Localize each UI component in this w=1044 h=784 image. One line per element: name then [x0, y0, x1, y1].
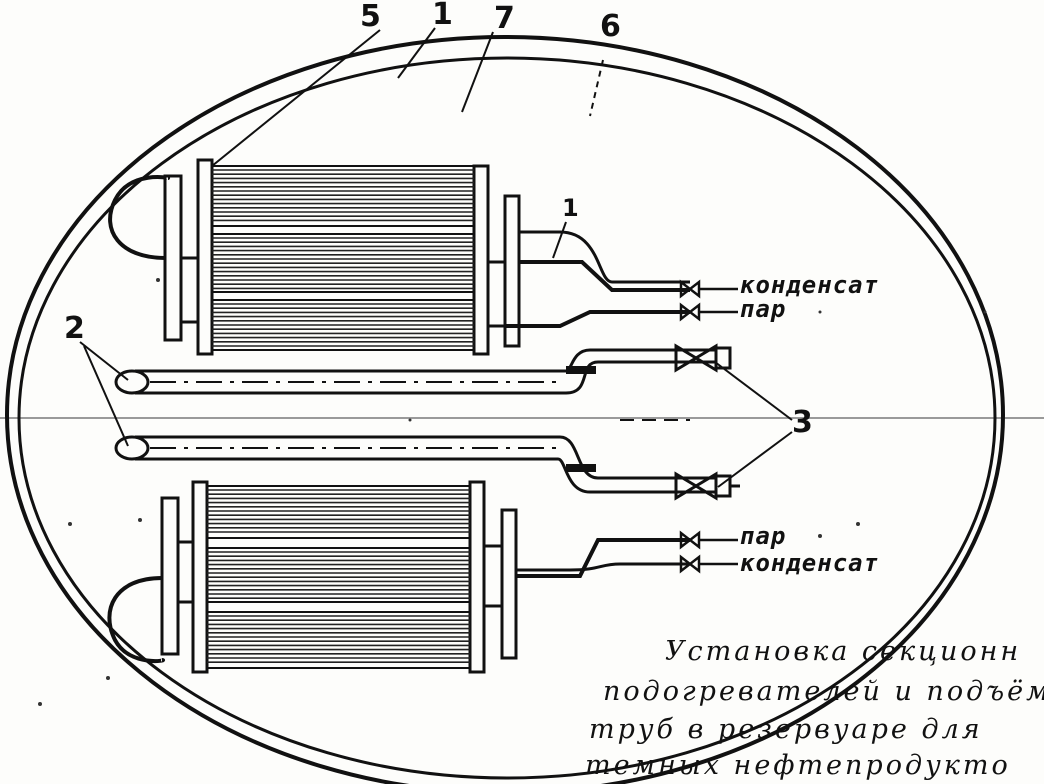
- leader-1: [397, 27, 436, 79]
- label-1-outlet: 1: [562, 194, 579, 222]
- leader-7: [461, 31, 494, 113]
- leader-1b: [552, 221, 567, 259]
- label-1: 1: [432, 0, 453, 32]
- label-2: 2: [64, 311, 85, 346]
- tube-section: [206, 547, 471, 603]
- tube-section: [206, 611, 471, 669]
- label-7: 7: [494, 1, 515, 36]
- valves-3: [674, 343, 740, 501]
- line-valves: [679, 279, 738, 574]
- caption-line-1: Установка секционн: [665, 636, 1022, 667]
- label-6: 6: [600, 9, 621, 44]
- flow-lower-steam: пар: [740, 522, 787, 550]
- leader-5: [211, 29, 381, 167]
- caption-line-3: труб в резервуаре для: [589, 714, 983, 745]
- caption: Установка секционн подогревателей и подъ…: [585, 632, 1044, 784]
- flow-upper-condensate: конденсат: [740, 271, 880, 299]
- flow-upper-steam: пар: [740, 295, 787, 323]
- lower-heater-bank: [107, 480, 690, 674]
- tank-wall: [5, 35, 1005, 784]
- tube-section: [206, 485, 471, 539]
- upper-heater-bank: [108, 158, 690, 356]
- scan-specks: [38, 278, 987, 706]
- label-5: 5: [360, 0, 381, 34]
- caption-line-2: подогревателей и подъём: [603, 676, 1044, 707]
- leader-6: [589, 59, 604, 117]
- leader-3a: [714, 361, 793, 421]
- tank-inner-contour: [17, 56, 997, 780]
- label-3: 3: [792, 405, 813, 440]
- caption-line-4: темных нефтепродукто: [585, 750, 1011, 781]
- flow-lower-condensate: конденсат: [740, 549, 880, 577]
- lift-pipes: [114, 348, 715, 494]
- leader-2b: [83, 345, 129, 447]
